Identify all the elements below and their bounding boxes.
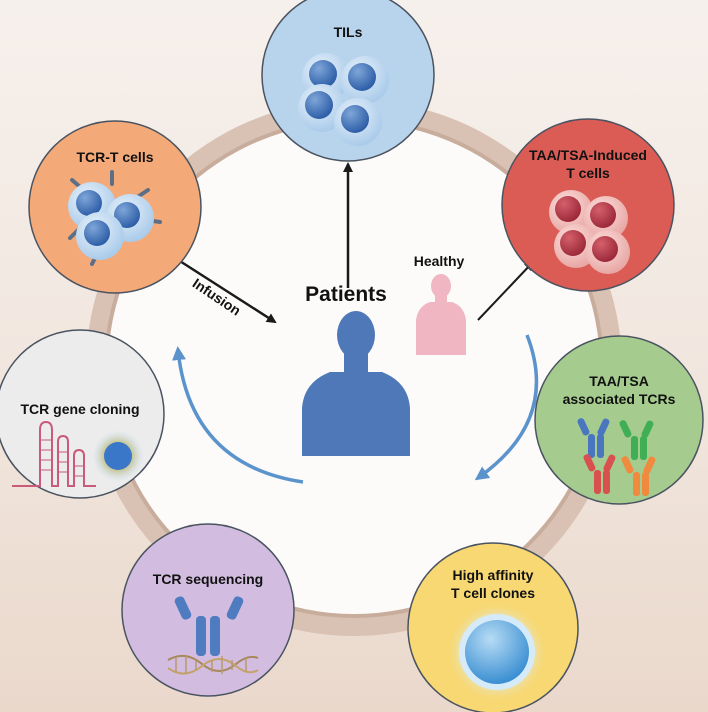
- node-tcr-sequencing: TCR sequencing: [121, 523, 295, 697]
- high-affinity-label-line2: T cell clones: [451, 585, 535, 601]
- tcr-t-label: TCR-T cells: [76, 149, 153, 165]
- taa-induced-label-line1: TAA/TSA-Induced: [529, 147, 647, 163]
- taa-tcrs-label-line2: associated TCRs: [563, 391, 676, 407]
- taa-tcrs-label-line1: TAA/TSA: [589, 373, 649, 389]
- flow-arrow-right: [474, 334, 539, 481]
- healthy-person-silhouette: [416, 274, 466, 355]
- tcr-molecule-red-icon: [583, 454, 616, 494]
- tils-cells-icon: [298, 53, 389, 146]
- rna-hairpin-icon: [12, 420, 96, 487]
- high-affinity-label-line1: High affinity: [453, 567, 534, 583]
- gene-cloning-label: TCR gene cloning: [21, 401, 140, 417]
- node-taa-tcrs: TAA/TSA associated TCRs: [534, 335, 704, 505]
- taa-induced-label-line2: T cells: [566, 165, 610, 181]
- node-taa-induced: TAA/TSA-Induced T cells: [501, 118, 675, 292]
- node-tils: TILs: [261, 0, 435, 162]
- arrow-to-taa-induced: [477, 260, 535, 321]
- taa-tcrs-circle: [534, 335, 704, 505]
- taa-induced-cells-icon: [549, 190, 630, 274]
- node-tcr-t-cells: TCR-T cells: [28, 120, 202, 294]
- healthy-label: Healthy: [414, 253, 465, 269]
- big-t-cell-icon: [447, 602, 547, 702]
- sequencing-label: TCR sequencing: [153, 571, 263, 587]
- node-tcr-gene-cloning: TCR gene cloning: [0, 329, 165, 499]
- tcr-molecule-green-icon: [619, 420, 654, 460]
- tcr-molecule-icon: [174, 596, 244, 656]
- node-high-affinity: High affinity T cell clones: [407, 542, 579, 712]
- tils-label: TILs: [334, 24, 363, 40]
- cell-glow-icon: [92, 430, 144, 482]
- tcr-t-cells-icon: [68, 170, 162, 266]
- patients-title: Patients: [305, 283, 387, 306]
- dna-helix-icon: [167, 654, 259, 675]
- sequencing-circle: [121, 523, 295, 697]
- flow-arrow-left: [172, 346, 304, 484]
- tcr-molecule-blue-icon: [577, 418, 610, 458]
- tcr-molecule-orange-icon: [621, 456, 656, 496]
- infusion-arrow: [171, 254, 277, 324]
- patient-silhouette: [302, 311, 410, 456]
